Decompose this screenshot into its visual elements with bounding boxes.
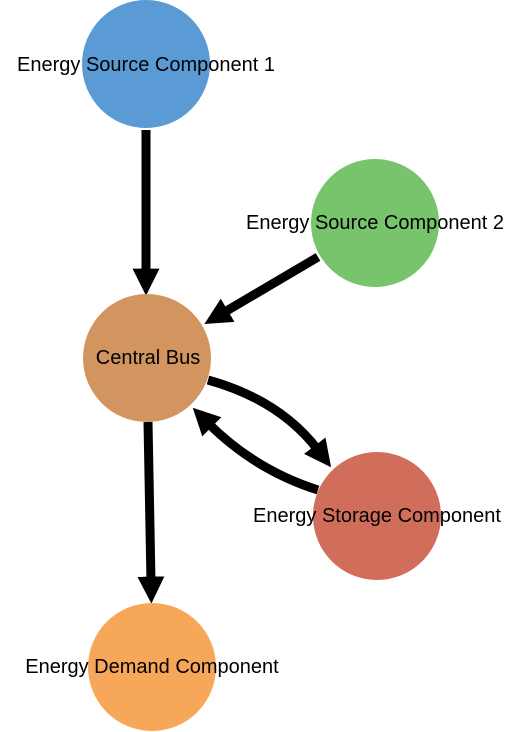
- node-label: Energy Source Component 2: [246, 212, 504, 234]
- node-label: Energy Demand Component: [25, 656, 279, 678]
- edges: [132, 130, 332, 604]
- node-central-bus: Central Bus: [83, 294, 211, 422]
- node-label: Energy Source Component 1: [17, 54, 275, 76]
- node-circle: [83, 294, 211, 422]
- edge-bus-to-storage: [206, 375, 332, 468]
- node-energy-storage: Energy Storage Component: [253, 452, 501, 580]
- node-energy-demand: Energy Demand Component: [25, 603, 279, 731]
- node-circle: [311, 159, 439, 287]
- node-energy-source-2: Energy Source Component 2: [246, 159, 504, 287]
- node-circle: [82, 0, 210, 128]
- node-label: Central Bus: [96, 347, 201, 369]
- edge-bus-to-demand: [137, 421, 165, 604]
- node-circle: [313, 452, 441, 580]
- node-circle: [88, 603, 216, 731]
- edge-source2-to-bus: [204, 253, 321, 324]
- node-energy-source-1: Energy Source Component 1: [17, 0, 275, 128]
- node-label: Energy Storage Component: [253, 505, 501, 527]
- edge-storage-to-bus: [192, 407, 320, 495]
